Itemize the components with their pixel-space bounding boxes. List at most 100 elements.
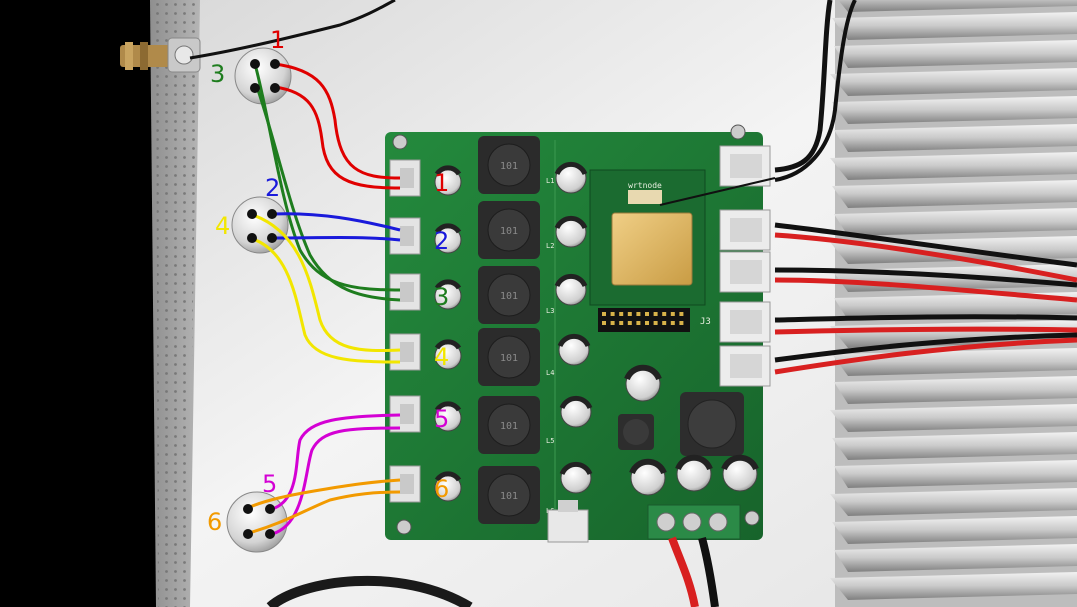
jack-pin [265, 504, 275, 514]
header-pin [627, 321, 632, 325]
electrolytic-capacitor-icon [675, 454, 713, 492]
header-pin [619, 312, 624, 316]
electrolytic-capacitor-icon [554, 161, 588, 194]
heatsink-fin [834, 292, 1077, 320]
heatsink-fin [830, 572, 1077, 600]
header-pin [670, 312, 675, 316]
electrolytic-capacitors [554, 161, 593, 494]
jack-pin [247, 233, 257, 243]
jack-pin [270, 59, 280, 69]
heatsink-fin [834, 376, 1077, 404]
inductor-ref: L4 [546, 369, 554, 377]
heatsink-fin [832, 96, 1077, 124]
wall-perforation [156, 0, 198, 607]
header-pin [662, 312, 667, 316]
jack-pin [267, 233, 277, 243]
electrolytic-capacitor-icon [434, 279, 462, 310]
header-pin [602, 321, 606, 325]
jack-pin [247, 209, 257, 219]
wire-5-magenta [271, 413, 401, 511]
jack-label-2: 2 [265, 174, 280, 202]
header-pin [645, 321, 649, 325]
jack-label-1: 1 [270, 26, 285, 54]
header-pin [679, 312, 684, 316]
inductors: 101L1101L2101L3101L4101L5101L6 [478, 136, 554, 524]
jst-connector-icon [719, 301, 771, 343]
heatsink-fins-icon [830, 0, 1077, 600]
small-inductor [618, 414, 654, 450]
speaker-terminal-socket-icon [389, 273, 421, 311]
wire-6-orange [244, 478, 401, 511]
jack-pin [243, 504, 253, 514]
heatsink-fin [834, 208, 1077, 236]
inductor-ref: L2 [546, 242, 554, 250]
header-pin [653, 312, 658, 316]
wire-2-blue [271, 212, 401, 232]
terminal-wire-red [668, 536, 699, 607]
heatsink-fin [832, 12, 1077, 40]
electrolytic-capacitor-icon [554, 215, 588, 248]
electrolytic-capacitor-icon [629, 458, 667, 496]
jack-label-4: 4 [215, 212, 230, 240]
power-inductor [680, 392, 744, 456]
jack-label-3: 3 [210, 60, 225, 88]
inductor-ref: L5 [546, 437, 554, 445]
inductor-marking: 101 [500, 421, 518, 432]
socket-label-2: 2 [434, 227, 449, 255]
jack-pin [267, 209, 277, 219]
speaker-terminal-socket-icon [389, 465, 421, 503]
socket-label-6: 6 [434, 475, 449, 503]
jack-pin [270, 83, 280, 93]
jack-pin [250, 83, 260, 93]
large-capacitors [624, 364, 759, 496]
jack-label-5: 5 [262, 470, 277, 498]
inductor-marking: 101 [500, 226, 518, 237]
heatsink-fin [834, 40, 1077, 68]
header-pin [610, 321, 615, 325]
heatsink-fin [832, 432, 1077, 460]
header-label: J3 [700, 317, 711, 327]
socket-label-1: 1 [434, 169, 449, 197]
header-pin [670, 321, 675, 325]
electrolytic-capacitor-icon [554, 273, 588, 306]
heatsink-fin [832, 516, 1077, 544]
header-pin [619, 321, 624, 325]
header-pin [627, 312, 632, 316]
electrolytic-capacitor-icon [434, 471, 462, 502]
signal-wires [244, 62, 401, 536]
electrolytic-capacitor-icon [434, 223, 462, 254]
heatsink-fin [832, 180, 1077, 208]
jst-connector-icon [719, 209, 771, 251]
wire-4-yellow [249, 212, 401, 353]
jack-label-6: 6 [207, 508, 222, 536]
inductor-marking: 101 [500, 491, 518, 502]
heatsink-fin [834, 544, 1077, 572]
jack-pin [243, 529, 253, 539]
speaker-jack-middle [231, 196, 289, 254]
electrolytic-capacitor-icon [624, 364, 662, 402]
screw-terminal-icon [647, 504, 741, 540]
heatsink-fin [830, 68, 1077, 96]
inductor-marking: 101 [500, 291, 518, 302]
header-pin [602, 312, 606, 316]
power-connectors [719, 145, 771, 387]
wire-1-red [274, 62, 401, 180]
jack-pin [265, 529, 275, 539]
heatsink-fin [830, 404, 1077, 432]
header-pin [636, 312, 641, 316]
electrolytic-capacitor-icon [557, 333, 591, 366]
heatsink-fin [830, 152, 1077, 180]
inductor-ref: L3 [546, 307, 554, 315]
jst-connector-icon [719, 251, 771, 293]
inductor-ref: L1 [546, 177, 554, 185]
heatsink-fin [838, 0, 1077, 12]
heatsink-fin [834, 460, 1077, 488]
electrolytic-capacitor-icon [721, 454, 759, 492]
bottom-socket [547, 500, 589, 543]
inductor-marking: 101 [500, 353, 518, 364]
header-pin [610, 312, 615, 316]
header-pin [679, 321, 684, 325]
